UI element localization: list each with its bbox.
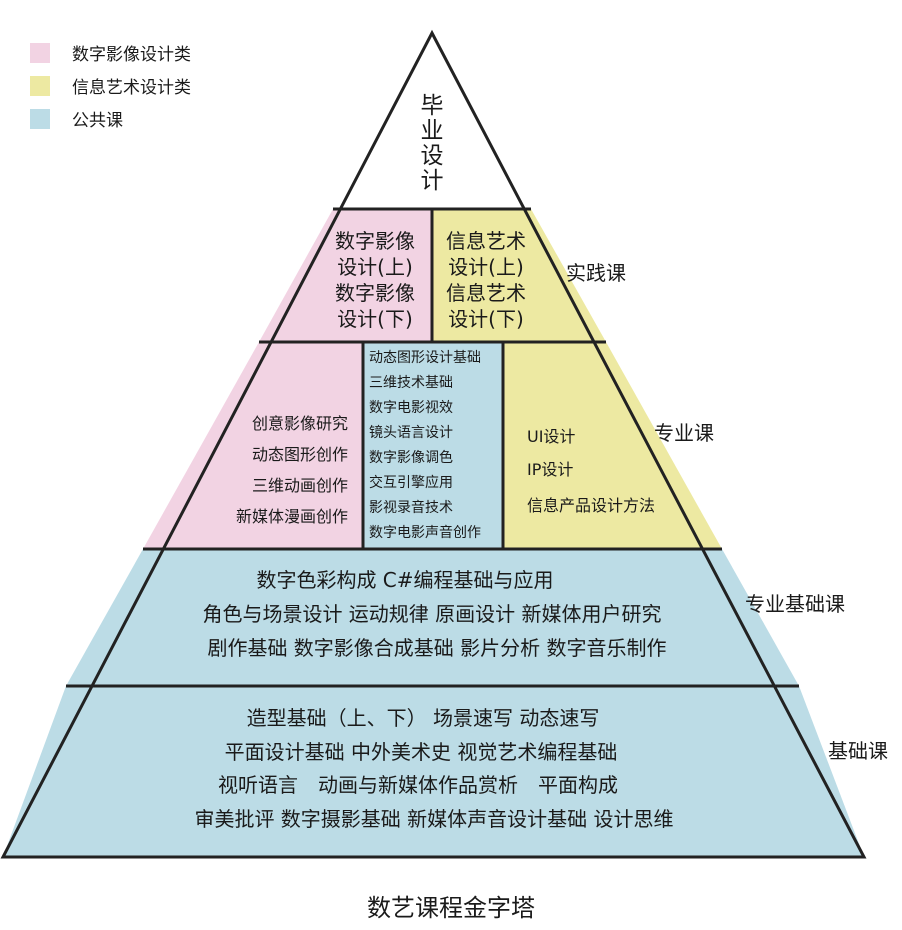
legend-item-info-art: 信息艺术设计类 <box>30 69 191 102</box>
practice-right-line: 设计(下) <box>448 307 524 331</box>
legend: 数字影像设计类 信息艺术设计类 公共课 <box>30 36 191 135</box>
top-region <box>333 33 531 209</box>
practice-left-line: 设计(上) <box>337 255 413 279</box>
level-label-major: 专业课 <box>654 421 714 445</box>
major-middle-line: 镜头语言设计 <box>369 425 453 441</box>
major-middle-line: 数字电影视效 <box>369 400 453 416</box>
top-char: 业 <box>421 118 444 144</box>
practice-right-line: 信息艺术 <box>446 229 526 253</box>
legend-label: 数字影像设计类 <box>72 45 191 65</box>
level-labels: 实践课 专业课 专业基础课 基础课 <box>566 261 888 763</box>
legend-swatch-blue <box>30 108 50 129</box>
practice-left-line: 数字影像 <box>335 229 415 253</box>
level-label-major-basic: 专业基础课 <box>745 592 845 616</box>
practice-left-region <box>259 209 432 342</box>
major-middle-line: 动态图形设计基础 <box>369 349 481 366</box>
practice-right-region <box>432 209 606 342</box>
major-middle-region <box>363 342 503 549</box>
major-right-text: UI设计 IP设计 信息产品设计方法 <box>527 427 655 515</box>
major-basic-line: 剧作基础 数字影像合成基础 影片分析 数字音乐制作 <box>207 636 666 660</box>
major-left-line: 新媒体漫画创作 <box>236 507 348 526</box>
major-left-text: 创意影像研究 动态图形创作 三维动画创作 新媒体漫画创作 <box>236 414 348 526</box>
legend-item-digital-image: 数字影像设计类 <box>30 36 191 69</box>
legend-swatch-yellow <box>30 75 50 96</box>
diagram-caption: 数艺课程金字塔 <box>367 894 535 922</box>
pyramid-outline <box>0 29 867 859</box>
major-middle-line: 三维技术基础 <box>369 374 453 391</box>
basic-line: 审美批评 数字摄影基础 新媒体声音设计基础 设计思维 <box>194 807 673 831</box>
legend-item-public: 公共课 <box>30 102 191 135</box>
major-basic-region <box>66 549 799 686</box>
legend-label: 信息艺术设计类 <box>72 78 191 98</box>
major-basic-line: 数字色彩构成 C#编程基础与应用 <box>256 568 553 592</box>
basic-line: 视听语言 动画与新媒体作品赏析 平面构成 <box>218 773 618 797</box>
major-middle-line: 交互引擎应用 <box>369 474 453 491</box>
major-middle-line: 数字影像调色 <box>369 449 453 466</box>
major-right-line: 信息产品设计方法 <box>527 496 655 515</box>
top-char: 毕 <box>421 93 444 119</box>
major-left-line: 动态图形创作 <box>252 445 348 464</box>
major-basic-text: 数字色彩构成 C#编程基础与应用 角色与场景设计 运动规律 原画设计 新媒体用户… <box>202 568 666 660</box>
top-char: 计 <box>421 168 444 194</box>
top-text: 毕 业 设 计 <box>421 93 444 194</box>
pyramid-lines <box>0 29 867 859</box>
legend-label: 公共课 <box>72 111 123 131</box>
practice-right-text: 信息艺术 设计(上) 信息艺术 设计(下) <box>446 229 526 331</box>
basic-text: 造型基础（上、下） 场景速写 动态速写 平面设计基础 中外美术史 视觉艺术编程基… <box>194 706 673 831</box>
level-label-basic: 基础课 <box>828 739 888 763</box>
practice-left-line: 数字影像 <box>335 281 415 305</box>
major-middle-text: 动态图形设计基础 三维技术基础 数字电影视效 镜头语言设计 数字影像调色 交互引… <box>369 349 481 541</box>
major-left-line: 创意影像研究 <box>252 414 348 433</box>
practice-right-line: 设计(上) <box>448 255 524 279</box>
level-label-practice: 实践课 <box>566 261 626 285</box>
major-right-region <box>503 342 722 549</box>
basic-region <box>3 686 864 857</box>
major-left-line: 三维动画创作 <box>252 476 348 495</box>
practice-left-text: 数字影像 设计(上) 数字影像 设计(下) <box>335 229 415 331</box>
practice-right-line: 信息艺术 <box>446 281 526 305</box>
basic-line: 造型基础（上、下） 场景速写 动态速写 <box>247 706 600 730</box>
basic-line: 平面设计基础 中外美术史 视觉艺术编程基础 <box>225 740 618 764</box>
major-right-line: UI设计 <box>527 427 575 446</box>
major-middle-line: 影视录音技术 <box>369 499 453 516</box>
practice-left-line: 设计(下) <box>337 307 413 331</box>
major-basic-line: 角色与场景设计 运动规律 原画设计 新媒体用户研究 <box>202 602 661 626</box>
major-right-line: IP设计 <box>527 460 573 479</box>
legend-swatch-pink <box>30 42 50 63</box>
top-char: 设 <box>421 143 444 169</box>
major-left-region <box>143 342 363 549</box>
major-middle-line: 数字电影声音创作 <box>369 524 481 541</box>
